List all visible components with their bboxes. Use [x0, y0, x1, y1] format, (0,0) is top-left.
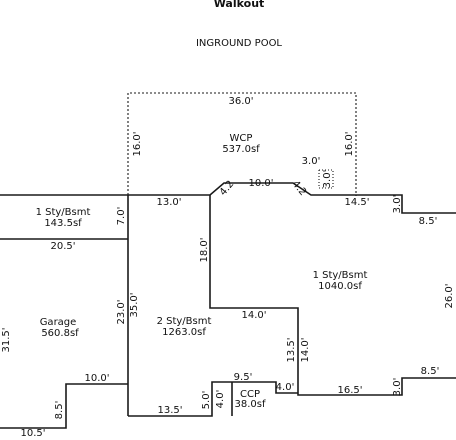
dim-10-5: 10.5'	[20, 428, 45, 439]
dim-26-0: 26.0'	[444, 283, 455, 308]
dim-23-0: 23.0'	[116, 299, 127, 324]
rear-wall	[0, 182, 456, 214]
wcp-name: WCP	[230, 133, 253, 144]
dim-10-0-bottom: 10.0'	[84, 373, 109, 384]
two-sty-name: 2 Sty/Bsmt	[157, 316, 212, 327]
ccp-size: 38.0sf	[235, 399, 266, 410]
dim-8-5-left: 8.5'	[54, 401, 65, 420]
dim-13-5-bottom: 13.5'	[157, 405, 182, 416]
dim-7-0: 7.0'	[116, 207, 127, 226]
dim-3-0-r1: 3.0'	[392, 195, 403, 214]
wcp-porch-outline	[127, 92, 357, 196]
dim-20-5: 20.5'	[50, 241, 75, 252]
dim-5-0: 5.0'	[201, 391, 212, 410]
interior-wall-18-14	[209, 195, 456, 396]
dim-8-5-r2: 8.5'	[421, 366, 440, 377]
one-sty-right-name: 1 Sty/Bsmt	[313, 270, 368, 281]
dim-13-0: 13.0'	[156, 197, 181, 208]
dim-wcp-left: 16.0'	[132, 131, 143, 156]
dim-4-0-ccp: 4.0'	[215, 390, 226, 409]
one-sty-left-size: 143.5sf	[44, 218, 82, 229]
sketch-title: Walkout	[214, 0, 265, 10]
ccp-walls	[128, 381, 298, 417]
dim-35-0: 35.0'	[129, 292, 140, 317]
wcp-size: 537.0sf	[222, 144, 260, 155]
garage-name: Garage	[40, 317, 77, 328]
dim-13-5-v: 13.5'	[286, 337, 297, 362]
dim-18-0: 18.0'	[199, 237, 210, 262]
dim-31-5: 31.5'	[1, 327, 12, 352]
ccp-name: CCP	[240, 389, 260, 400]
garage-front-wall	[0, 383, 128, 429]
dim-wcp-top: 36.0'	[228, 96, 253, 107]
dim-3-0-r2: 3.0'	[392, 378, 403, 397]
dim-8-5-r1: 8.5'	[419, 216, 438, 227]
dim-9-5: 9.5'	[234, 372, 253, 383]
dim-4-2-left: 4.2	[218, 179, 237, 198]
wcp-notch	[318, 169, 334, 189]
dim-14-5: 14.5'	[344, 197, 369, 208]
dim-14-0-v: 14.0'	[300, 337, 311, 362]
dim-14-0-h: 14.0'	[241, 310, 266, 321]
one-sty-left-name: 1 Sty/Bsmt	[36, 207, 91, 218]
dim-10-0-top: 10.0'	[248, 178, 273, 189]
dim-wcp-right: 16.0'	[344, 131, 355, 156]
dim-4-0: 4.0'	[276, 382, 295, 393]
two-sty-size: 1263.0sf	[162, 327, 206, 338]
dim-16-5: 16.5'	[337, 385, 362, 396]
dim-notch-width: 3.0'	[302, 156, 321, 167]
dim-4-2-right: 4.2	[290, 179, 309, 198]
one-sty-right-size: 1040.0sf	[318, 281, 362, 292]
dim-notch-height: 3.0'	[322, 170, 333, 189]
pool-label: INGROUND POOL	[196, 38, 282, 49]
garage-size: 560.8sf	[41, 328, 79, 339]
